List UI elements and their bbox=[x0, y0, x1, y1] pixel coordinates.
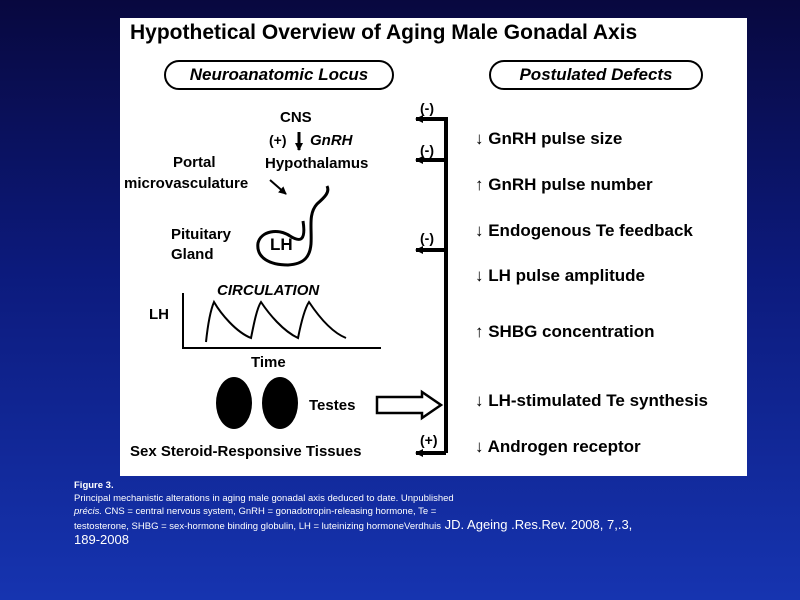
defect-androgen-receptor: ↓ Androgen receptor bbox=[475, 437, 641, 456]
lh-pulse-curve bbox=[205, 299, 347, 343]
defect-lh-pulse-amplitude: ↓ LH pulse amplitude bbox=[475, 266, 646, 285]
diagram-graphics bbox=[182, 115, 448, 457]
circulation-label: CIRCULATION bbox=[217, 282, 320, 299]
lh-gland-label: LH bbox=[270, 235, 293, 254]
caption-line-1: Principal mechanistic alterations in agi… bbox=[74, 493, 454, 504]
figure-caption: Figure 3. Principal mechanistic alterati… bbox=[74, 479, 764, 548]
neuroanatomic-locus-header: Neuroanatomic Locus bbox=[164, 60, 394, 90]
gnrh-plus-label: (+) bbox=[269, 132, 287, 148]
feedback-label-tissues: (+) bbox=[420, 432, 438, 448]
time-axis-label: Time bbox=[251, 354, 286, 371]
caption-figure-number: Figure 3. bbox=[74, 480, 114, 491]
microvasculature-label: microvasculature bbox=[124, 175, 249, 192]
feedback-label-pituitary: (-) bbox=[420, 230, 434, 246]
tissues-label: Sex Steroid-Responsive Tissues bbox=[130, 443, 362, 460]
testis-right bbox=[262, 377, 298, 429]
caption-line-3: testosterone, SHBG = sex-hormone binding… bbox=[74, 521, 442, 532]
cns-label: CNS bbox=[280, 109, 312, 126]
hypothalamus-label: Hypothalamus bbox=[265, 155, 369, 172]
postulated-defects-header: Postulated Defects bbox=[489, 60, 703, 90]
defect-te-feedback: ↓ Endogenous Te feedback bbox=[475, 221, 693, 240]
defect-te-synthesis: ↓ LH-stimulated Te synthesis bbox=[475, 391, 709, 410]
diagram-panel: Hypothetical Overview of Aging Male Gona… bbox=[120, 18, 747, 476]
defect-gnrh-pulse-size: ↓ GnRH pulse size bbox=[475, 129, 623, 148]
portal-label: Portal bbox=[173, 154, 216, 171]
defect-gnrh-pulse-number: ↑ GnRH pulse number bbox=[475, 175, 653, 194]
testes-output-arrow bbox=[375, 389, 444, 421]
pituitary-outline bbox=[256, 185, 330, 267]
feedback-label-cns: (-) bbox=[420, 100, 434, 116]
testis-left bbox=[216, 377, 252, 429]
plot-axes bbox=[182, 293, 381, 349]
caption-line-2: CNS = central nervous system, GnRH = gon… bbox=[101, 506, 437, 517]
defect-shbg-concentration: ↑ SHBG concentration bbox=[475, 322, 655, 341]
caption-reference: JD. Ageing .Res.Rev. 2008, 7,.3, bbox=[441, 517, 633, 532]
caption-reference-year: 189-2008 bbox=[74, 532, 129, 547]
lh-axis-label: LH bbox=[149, 306, 169, 323]
feedback-label-hypothalamus: (-) bbox=[420, 142, 434, 158]
gland-label: Gland bbox=[171, 246, 214, 263]
gnrh-label: GnRH bbox=[310, 132, 353, 149]
testes-label: Testes bbox=[309, 397, 356, 414]
caption-precis: précis. bbox=[74, 506, 102, 517]
pituitary-label: Pituitary bbox=[171, 226, 232, 243]
diagram-title: Hypothetical Overview of Aging Male Gona… bbox=[130, 21, 638, 44]
portal-arrow bbox=[269, 179, 287, 195]
